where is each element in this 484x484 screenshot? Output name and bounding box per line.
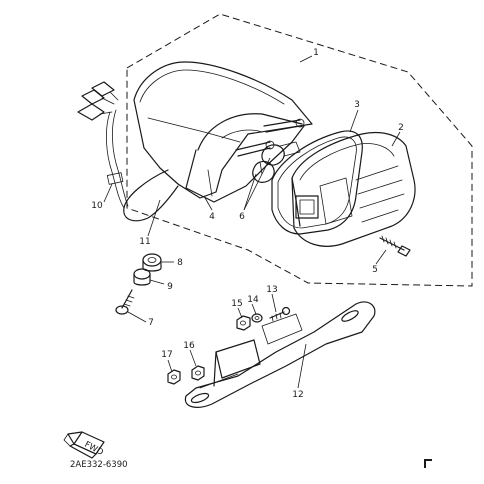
nut-upper — [236, 315, 251, 331]
callout-9: 9 — [167, 282, 173, 292]
callout-labels: 1 2 3 4 5 6 7 8 9 10 11 12 13 14 15 16 1… — [91, 48, 404, 400]
callout-17: 17 — [161, 350, 172, 360]
callout-13: 13 — [266, 285, 277, 295]
callout-12: 12 — [292, 390, 303, 400]
washer — [251, 313, 263, 323]
callout-11: 11 — [139, 237, 150, 247]
license-bracket — [184, 301, 376, 408]
callout-2: 2 — [398, 123, 404, 133]
callout-16: 16 — [183, 341, 195, 351]
bracket-screw — [269, 306, 291, 322]
nut-left — [167, 369, 181, 385]
assembly-boundary — [126, 13, 473, 287]
callout-3: 3 — [354, 100, 360, 110]
callout-14: 14 — [247, 295, 259, 305]
callout-5: 5 — [372, 265, 378, 275]
callout-10: 10 — [91, 201, 103, 211]
leader-lines — [103, 55, 401, 389]
tail-light-housing — [133, 61, 313, 203]
callout-8: 8 — [177, 258, 183, 268]
callout-7: 7 — [148, 318, 154, 328]
callout-6: 6 — [239, 212, 245, 222]
grommet — [142, 253, 162, 272]
tail-light-lens — [291, 131, 416, 247]
bulbs — [252, 141, 301, 183]
mounting-bolt — [115, 289, 135, 315]
wire-harness — [77, 81, 179, 222]
lens-screw — [379, 235, 411, 257]
callout-1: 1 — [313, 48, 319, 58]
callout-15: 15 — [231, 299, 242, 309]
corner-mark — [424, 459, 432, 468]
part-code: 2AE332-6390 — [70, 460, 128, 470]
callout-4: 4 — [209, 212, 215, 222]
collar — [133, 268, 151, 286]
lens-gasket — [271, 130, 363, 235]
nut-lower — [191, 365, 205, 381]
forward-arrow-icon: FWD — [63, 431, 105, 459]
